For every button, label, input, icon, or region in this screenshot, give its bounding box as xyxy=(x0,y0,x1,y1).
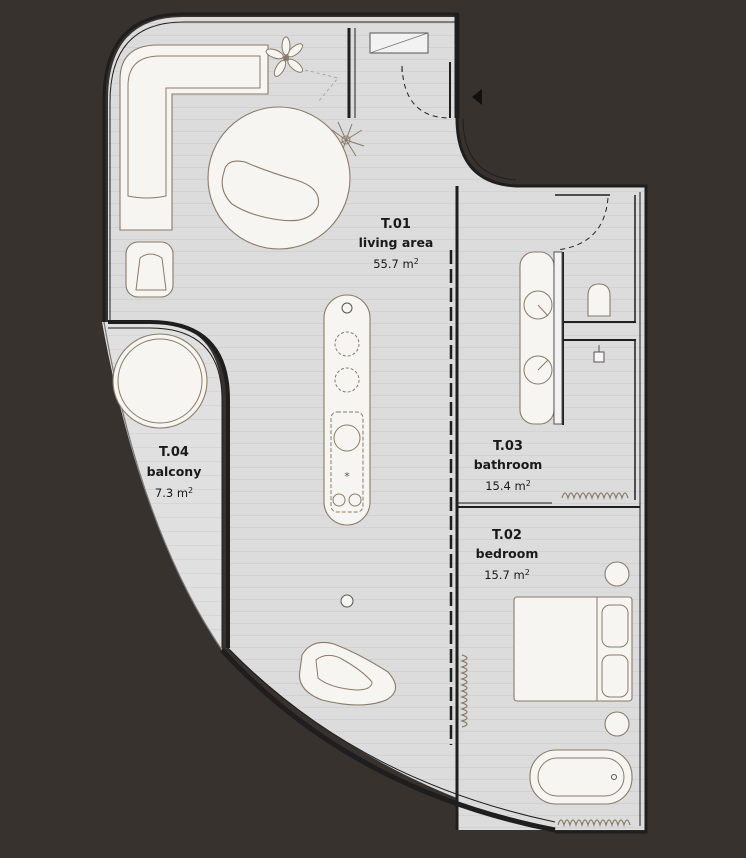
doors xyxy=(401,65,609,251)
right-wing-outer-wall xyxy=(516,184,648,834)
room-code: T.04 xyxy=(159,445,189,460)
room-code: T.03 xyxy=(493,439,523,454)
room-area: 15.4 m2 xyxy=(485,479,531,493)
bedroom-furniture xyxy=(459,561,633,828)
balcony-partition-wall xyxy=(108,320,230,648)
room-area: 15.7 m2 xyxy=(484,568,530,582)
wall-radiator xyxy=(459,654,468,728)
entrance-curved-wall xyxy=(455,117,517,188)
toilet-icon xyxy=(587,283,611,317)
kitchen-island xyxy=(323,294,371,526)
room-label-bathroom: T.03 bathroom 15.4 m2 xyxy=(474,439,543,493)
room-name: living area xyxy=(359,235,434,250)
vanity-counter xyxy=(519,251,555,425)
towel-radiator xyxy=(557,819,631,828)
living-furniture: * xyxy=(119,36,397,706)
walls xyxy=(102,12,648,834)
entrance-door-swing xyxy=(401,65,451,119)
nightstand xyxy=(604,561,630,587)
room-name: bedroom xyxy=(476,546,539,561)
svg-text:*: * xyxy=(344,470,350,483)
room-label-balcony: T.04 balcony 7.3 m2 xyxy=(147,445,202,500)
room-label-bedroom: T.02 bedroom 15.7 m2 xyxy=(476,528,539,582)
outer-wall-top-left xyxy=(102,12,459,322)
room-area: 7.3 m2 xyxy=(155,486,193,500)
pendant-lamp xyxy=(340,594,354,608)
bathroom-door-swing xyxy=(555,197,609,251)
coffee-table xyxy=(221,160,320,222)
entrance-arrow-icon xyxy=(472,89,482,105)
nightstand xyxy=(604,711,630,737)
room-code: T.01 xyxy=(381,217,411,232)
balcony-furniture xyxy=(112,333,208,429)
shower-drain xyxy=(593,351,605,363)
room-label-living: T.01 living area 55.7 m2 xyxy=(359,217,434,271)
curved-glazing-wall xyxy=(220,648,556,833)
room-name: balcony xyxy=(147,464,202,479)
plant-icon xyxy=(265,36,304,77)
pillow xyxy=(601,604,629,648)
bathroom-furniture xyxy=(519,251,629,501)
pillow xyxy=(601,654,629,698)
room-name: bathroom xyxy=(474,457,543,472)
room-code: T.02 xyxy=(492,528,522,543)
towel-radiator xyxy=(561,492,629,501)
room-area: 55.7 m2 xyxy=(373,257,419,271)
